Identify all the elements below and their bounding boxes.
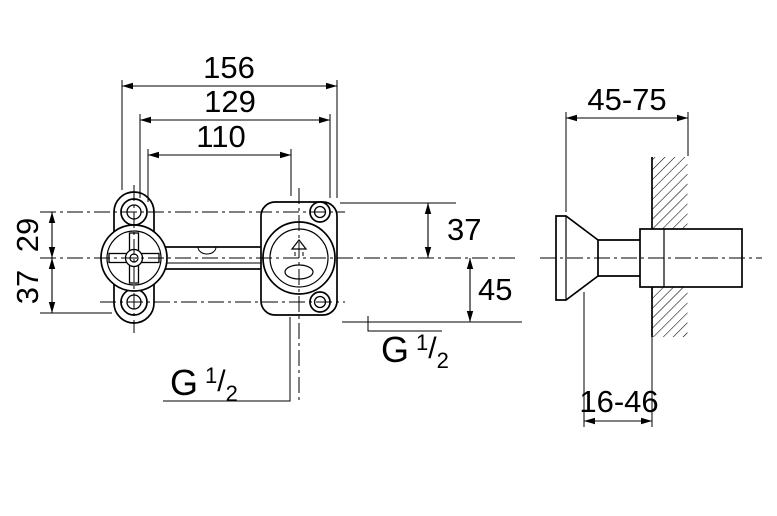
dim-label-129: 129 xyxy=(204,84,256,119)
dim-mid-width: 129 xyxy=(139,84,331,198)
dim-overall-width: 156 xyxy=(121,50,338,198)
dim-depth-range: 45-75 xyxy=(565,82,689,212)
center-lines xyxy=(40,185,516,403)
dim-label-156: 156 xyxy=(203,50,255,85)
dim-right-top-offset: 37 xyxy=(340,202,481,258)
dim-right-bottom-offset: 45 xyxy=(342,258,522,323)
dim-label-16-46: 16-46 xyxy=(579,384,658,419)
dim-label-37-left: 37 xyxy=(10,270,45,304)
dim-label-45: 45 xyxy=(478,272,512,307)
dim-center-distance: 110 xyxy=(147,119,292,202)
dim-left-offsets: 29 37 xyxy=(10,212,112,314)
side-view: 45-75 16-46 xyxy=(540,82,762,427)
dim-wall-range: 16-46 xyxy=(579,292,659,427)
dim-label-110: 110 xyxy=(196,119,245,154)
dim-label-45-75: 45-75 xyxy=(587,82,666,117)
dim-label-29: 29 xyxy=(10,218,45,252)
front-view: 156 129 110 29 37 37 xyxy=(10,50,522,406)
dim-label-37-right: 37 xyxy=(447,212,481,247)
